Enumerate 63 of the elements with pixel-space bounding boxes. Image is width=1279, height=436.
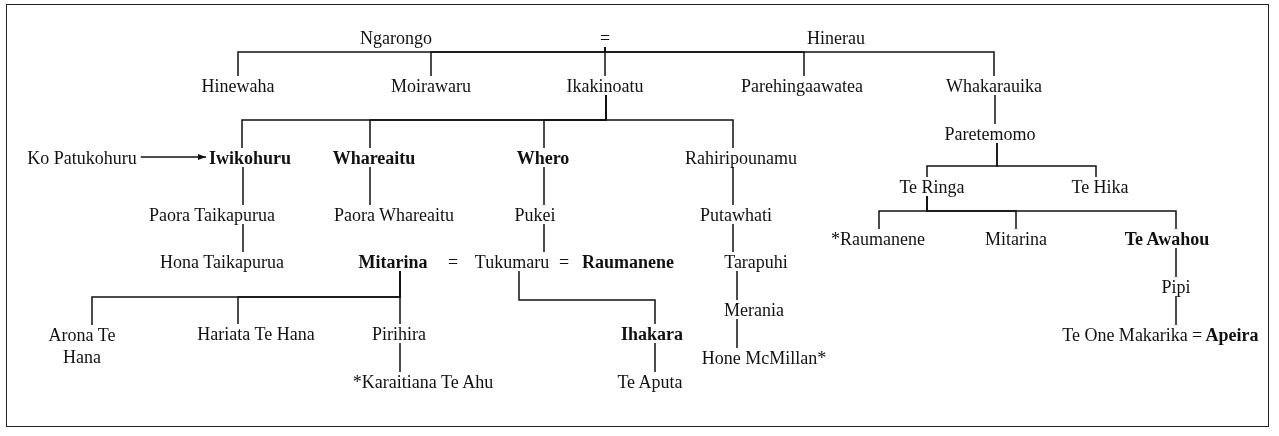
person-name: Tarapuhi [724, 251, 788, 273]
person-name: Whakarauika [946, 75, 1042, 97]
marriage-sign: = [599, 27, 611, 49]
person-name: Paretemomo [944, 123, 1036, 145]
descent-line [604, 46, 995, 77]
person-name: Pirihira [372, 323, 426, 345]
descent-line [736, 318, 738, 349]
person-name: Tukumaru [474, 251, 550, 273]
person-name: Apeira [1205, 324, 1259, 346]
person-name: Hariata Te Hana [197, 323, 315, 345]
person-name: Merania [724, 299, 784, 321]
descent-line [399, 342, 401, 373]
descent-line [654, 342, 656, 373]
descent-line [1175, 295, 1177, 326]
person-name: Ikakinoatu [566, 75, 644, 97]
descent-line [518, 270, 656, 325]
person-name: Raumanene [582, 251, 674, 273]
person-name: Pukei [514, 204, 556, 226]
person-name: *Raumanene [831, 228, 925, 250]
descent-line [996, 142, 1097, 178]
person-name: Paora Taikapurua [149, 204, 275, 226]
person-name: Paora Whareaitu [333, 204, 455, 226]
descent-line [242, 166, 244, 206]
person-name: Hinewaha [201, 75, 275, 97]
arrow [140, 154, 207, 160]
person-name: Whareaitu [332, 147, 416, 169]
person-name: Mitarina [985, 228, 1047, 250]
person-name: Whero [516, 147, 570, 169]
person-name: Arona Te Hana [37, 324, 127, 368]
person-name: Moirawaru [391, 75, 471, 97]
descent-line [399, 270, 401, 325]
descent-line [543, 166, 545, 206]
descent-line [994, 94, 996, 125]
descent-line [543, 223, 545, 253]
person-name: Putawhati [700, 204, 772, 226]
person-name: *Karaitiana Te Ahu [352, 371, 494, 393]
person-name: Te Aputa [617, 371, 683, 393]
descent-line [242, 223, 244, 253]
person-name: Te Awahou [1124, 228, 1210, 250]
descent-line [732, 166, 734, 206]
person-name: Hona Taikapurua [160, 251, 284, 273]
person-name: Ko Patukohuru [27, 147, 137, 169]
person-name: Rahiripounamu [685, 147, 797, 169]
marriage-sign: = [447, 251, 459, 273]
descent-line [605, 94, 734, 149]
person-name: Pipi [1161, 276, 1191, 298]
person-name: Hone McMillan* [701, 347, 827, 369]
descent-line [736, 270, 738, 301]
descent-line [369, 166, 371, 206]
person-name: Parehingaawatea [741, 75, 863, 97]
person-name: Iwikohuru [209, 147, 291, 169]
descent-line [732, 223, 734, 253]
person-name: Te One Makarika [1062, 324, 1188, 346]
person-name: Hinerau [807, 27, 865, 49]
descent-line [1175, 247, 1177, 278]
person-name: Ihakara [621, 323, 683, 345]
descent-line [926, 195, 1177, 230]
marriage-sign: = [558, 251, 570, 273]
person-name: Mitarina [358, 251, 428, 273]
person-name: Ngarongo [360, 27, 432, 49]
marriage-sign: = [1191, 324, 1203, 346]
person-name: Te Ringa [899, 176, 965, 198]
person-name: Te Hika [1071, 176, 1129, 198]
